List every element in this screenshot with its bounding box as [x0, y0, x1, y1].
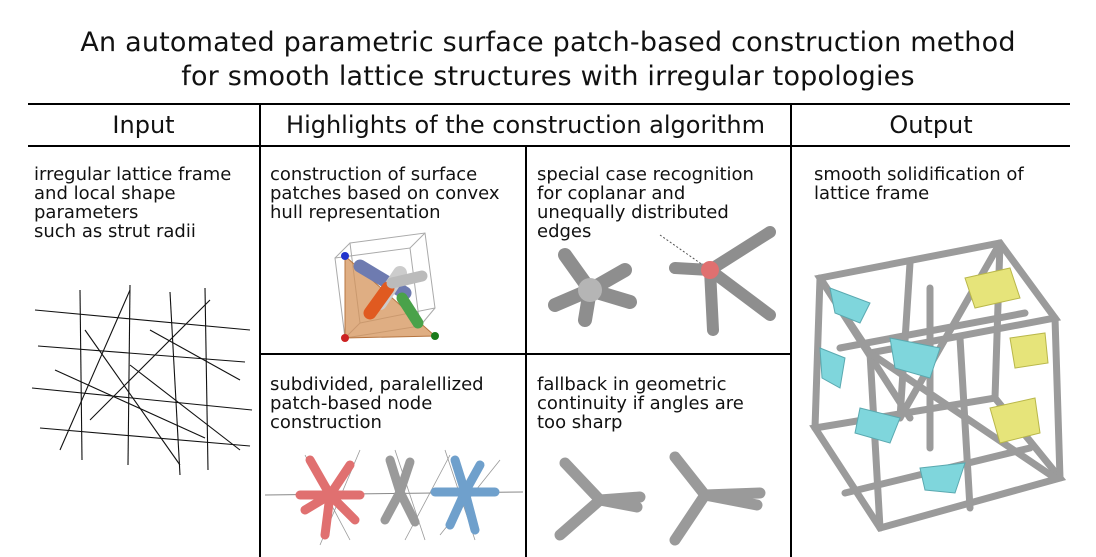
output-caption: smooth solidification of lattice frame	[814, 164, 1024, 204]
column-divider-1	[259, 103, 261, 557]
convex-hull-illustration	[334, 232, 439, 342]
header-highlights: Highlights of the construction algorithm	[286, 111, 765, 139]
page-title: An automated parametric surface patch-ba…	[0, 26, 1096, 94]
header-output: Output	[889, 111, 973, 139]
convex-hull-caption: construction of surface patches based on…	[270, 164, 500, 223]
parallel-node-illustration	[264, 449, 524, 546]
title-line-2: for smooth lattice structures with irreg…	[181, 61, 915, 92]
lattice-frame-illustration	[31, 284, 253, 476]
parallel-caption: subdivided, paralellized patch-based nod…	[270, 374, 484, 433]
fallback-caption: fallback in geometric continuity if angl…	[537, 374, 744, 433]
input-caption: irregular lattice frame and local shape …	[34, 164, 232, 242]
smooth-lattice-output-illustration	[809, 239, 1067, 533]
special-case-illustration	[548, 226, 776, 336]
special-case-caption: special case recognition for coplanar an…	[537, 164, 754, 242]
title-line-1: An automated parametric surface patch-ba…	[80, 27, 1016, 58]
column-divider-2	[790, 103, 792, 557]
header-bottom-rule	[28, 145, 1070, 147]
highlights-inner-divider	[525, 145, 527, 557]
table-top-rule	[28, 103, 1070, 105]
header-input: Input	[112, 111, 175, 139]
fallback-illustration	[554, 451, 766, 546]
